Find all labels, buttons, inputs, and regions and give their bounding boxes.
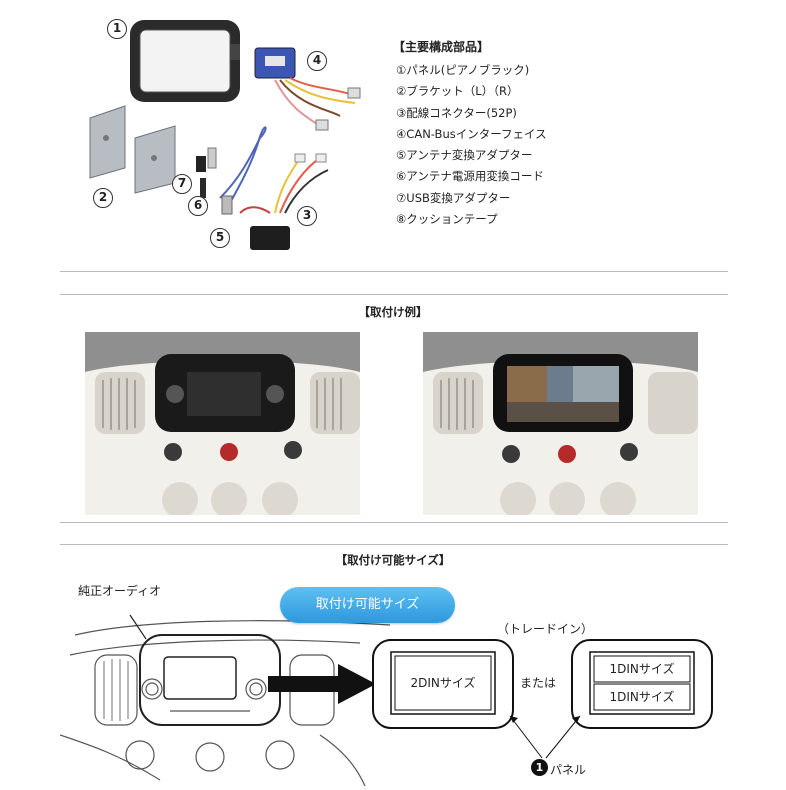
panel-2din-outline — [371, 638, 515, 730]
din1-top-label: 1DINサイズ — [609, 662, 675, 676]
parts-title: 【主要構成部品】 — [393, 40, 490, 54]
panel-label: パネル — [550, 763, 587, 777]
din1-bottom-label: 1DINサイズ — [609, 690, 675, 704]
bracket-part-illustration — [89, 105, 176, 194]
divider — [60, 294, 728, 295]
din2-label: 2DINサイズ — [410, 676, 476, 690]
divider — [60, 271, 728, 272]
part-number-2: 2 — [93, 188, 113, 208]
parts-list-item: ⑤アンテナ変換アダプター — [396, 148, 533, 163]
parts-list: ①パネル(ピアノブラック) ②ブラケット（L）（R） ③配線コネクター(52P)… — [396, 60, 547, 230]
installation-photo-after — [423, 332, 698, 515]
example-section-title: 【取付け例】 — [358, 305, 428, 319]
panel-1din-outline — [570, 638, 714, 730]
parts-list-item: ⑦USB変換アダプター — [396, 190, 511, 205]
size-section-title: 【取付け可能サイズ】 — [335, 553, 451, 567]
canbus-part-illustration — [254, 47, 361, 131]
panel-part-illustration — [130, 20, 240, 102]
part-number-6: 6 — [188, 196, 208, 216]
parts-list-item: ⑧クッションテープ — [396, 212, 498, 227]
part-number-5: 5 — [210, 228, 230, 248]
parts-image — [80, 8, 380, 270]
part-number-7: 7 — [172, 174, 192, 194]
adapter-parts-illustration — [196, 126, 267, 215]
parts-list-item: ③配線コネクター(52P) — [396, 105, 517, 120]
or-label: または — [520, 676, 557, 690]
parts-list-item: ⑥アンテナ電源用変換コード — [396, 169, 544, 184]
part-number-4: 4 — [307, 51, 327, 71]
harness-part-illustration — [239, 153, 329, 250]
parts-list-item: ①パネル(ピアノブラック) — [396, 63, 530, 77]
oem-audio-label: 純正オーディオ — [78, 584, 162, 598]
installation-photo-before — [85, 332, 360, 515]
divider — [60, 544, 728, 545]
panel-marker-badge: 1 — [531, 759, 548, 776]
part-number-1: 1 — [107, 19, 127, 39]
arrow-to-panel — [268, 662, 378, 706]
divider — [60, 522, 728, 523]
parts-list-item: ④CAN-Busインターフェイス — [396, 126, 547, 141]
fit-size-pill: 取付け可能サイズ — [280, 587, 455, 623]
panel-pointer-lines — [500, 712, 600, 762]
part-number-3: 3 — [297, 206, 317, 226]
parts-list-item: ②ブラケット（L）（R） — [396, 84, 519, 99]
trade-in-label: （トレードイン） — [497, 622, 594, 636]
